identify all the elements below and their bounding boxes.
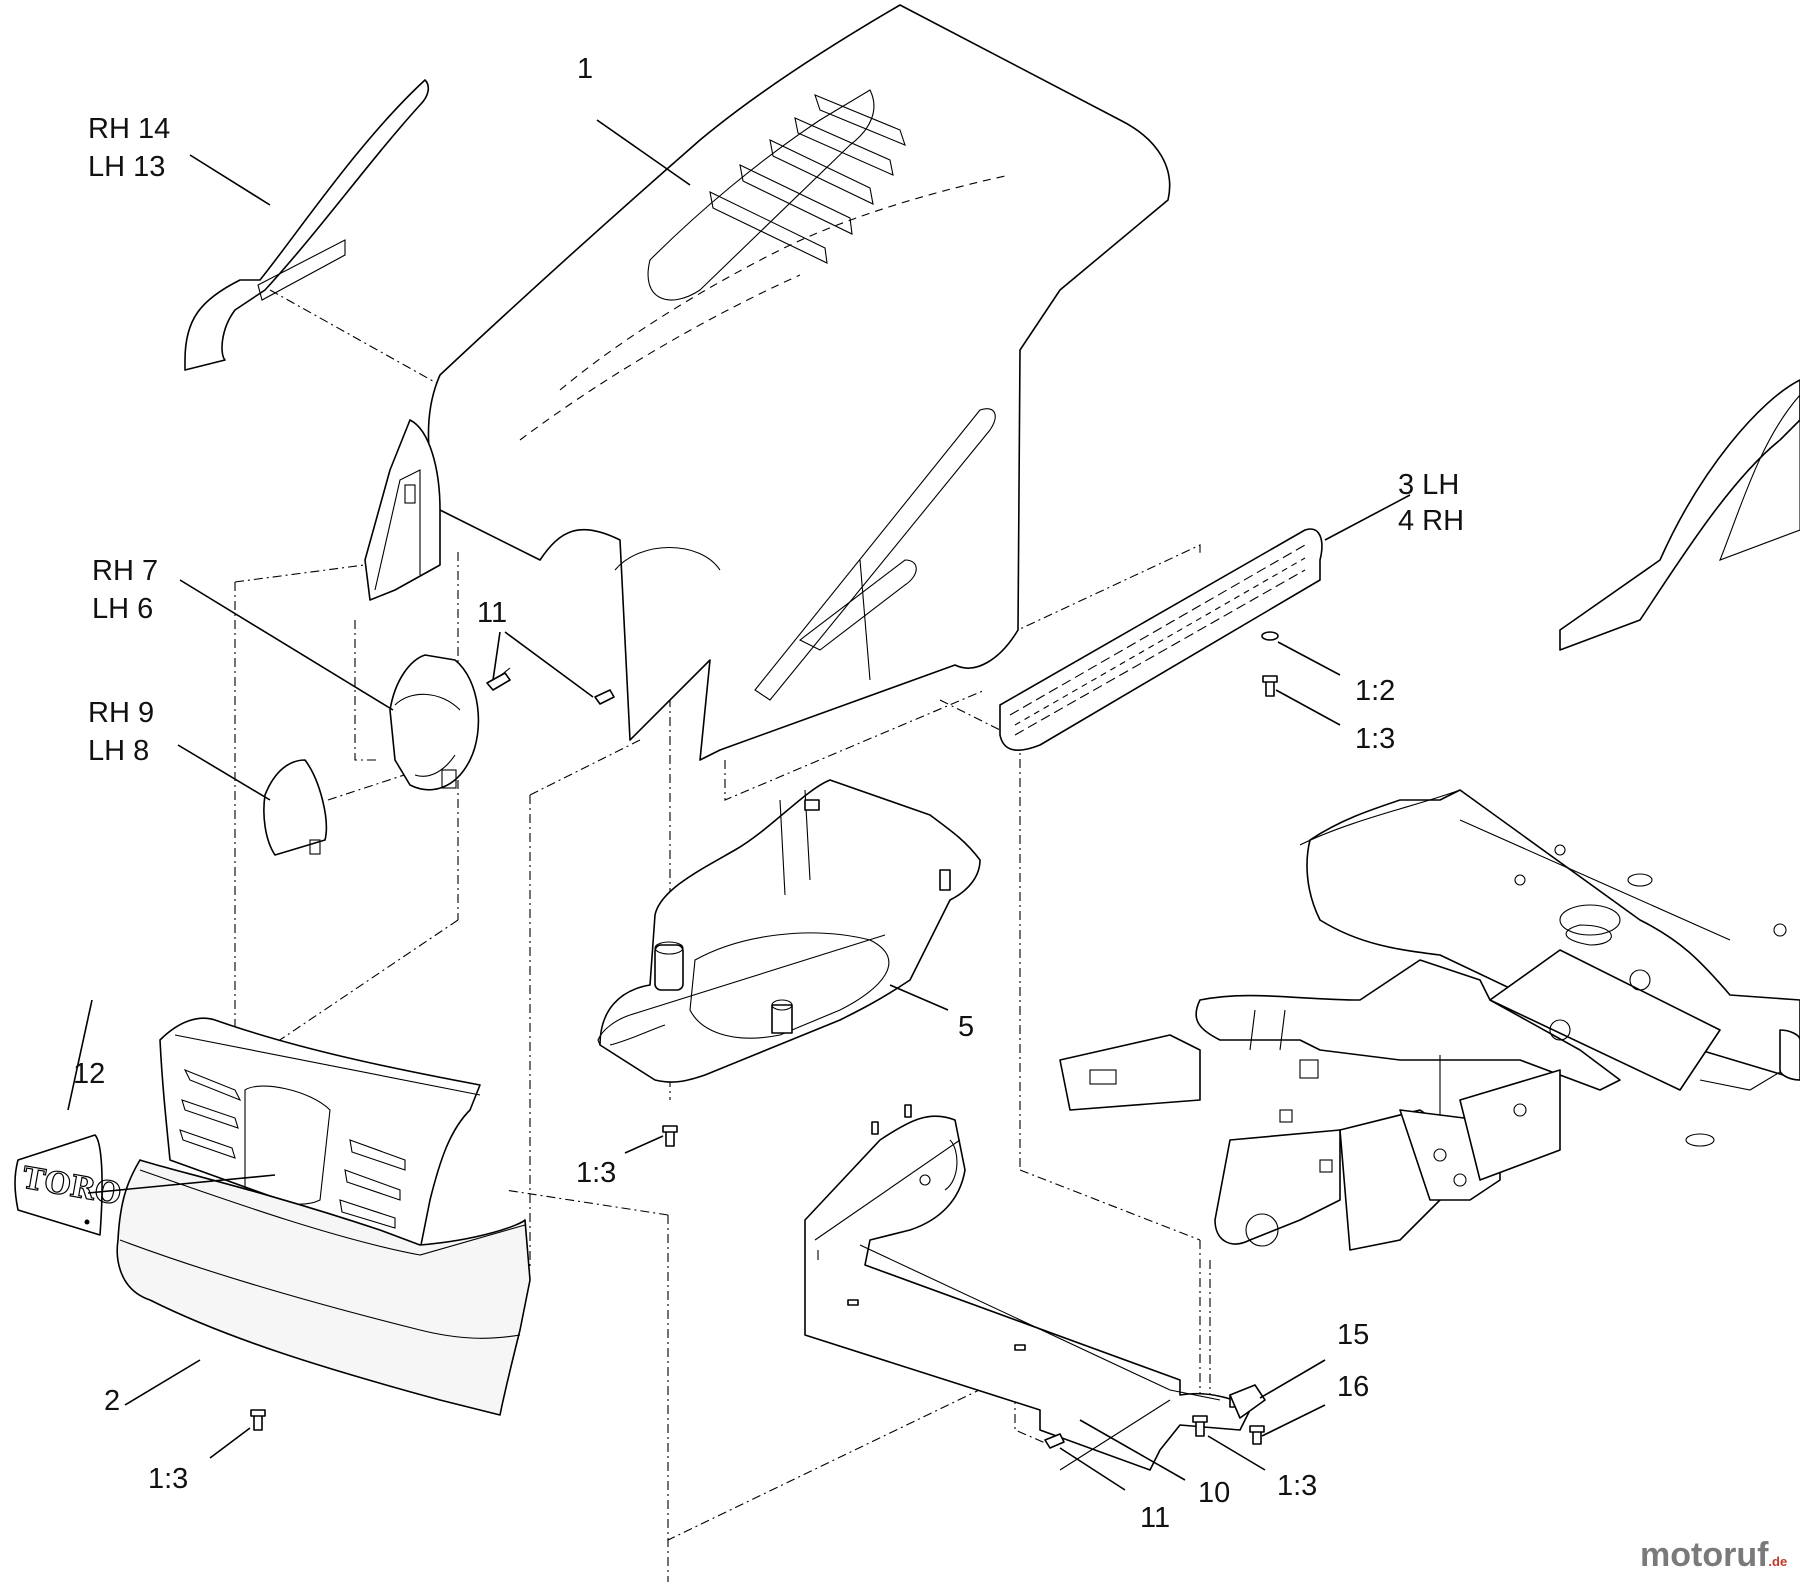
washer-screw-right — [1261, 631, 1279, 697]
callout-3-4: 3 LH 4 RH — [1398, 469, 1467, 537]
headlight-lens — [263, 759, 328, 856]
headlight-housing — [389, 654, 480, 791]
callout-1-3-right: 1:3 — [1355, 723, 1395, 755]
dash-frame-rear — [1559, 379, 1800, 651]
inner-panel — [597, 779, 981, 1083]
side-decal — [184, 79, 430, 371]
toro-emblem: TORO — [14, 1134, 124, 1236]
callout-7-6: RH 7 LH 6 — [92, 555, 166, 625]
grille — [159, 1017, 481, 1251]
callout-1-2: 1:2 — [1355, 675, 1395, 707]
callout-12: 12 — [73, 1058, 105, 1090]
callout-11-top: 11 — [477, 597, 507, 629]
screw-bottom-left — [250, 1409, 266, 1431]
callout-10: 10 — [1198, 1477, 1230, 1509]
fasteners-bottom — [1044, 1384, 1266, 1449]
callout-2: 2 — [104, 1385, 120, 1417]
callout-9-8: RH 9 LH 8 — [88, 697, 162, 767]
callout-5: 5 — [958, 1011, 974, 1043]
callout-15: 15 — [1337, 1319, 1369, 1351]
hood — [427, 4, 1171, 761]
callout-14-13: RH 14 LH 13 — [88, 113, 178, 183]
watermark: motoruf.de — [1640, 1536, 1787, 1574]
screw-middle — [662, 1125, 678, 1147]
leader-lines — [67, 119, 1411, 1491]
bumper — [116, 1159, 531, 1416]
running-board — [999, 528, 1323, 751]
assembly-guide-lines — [234, 289, 1211, 1582]
tractor-frame — [1059, 789, 1800, 1251]
watermark-logo: motoruf.de — [1640, 1536, 1787, 1574]
callout-11-bottom: 11 — [1140, 1502, 1170, 1534]
callout-1-3-bottom-left: 1:3 — [148, 1463, 188, 1495]
callout-1-3-bottom-right: 1:3 — [1277, 1470, 1317, 1502]
callout-16: 16 — [1337, 1371, 1369, 1403]
callout-1: 1 — [577, 53, 593, 85]
hood-bracket — [364, 419, 441, 601]
mounting-bracket — [804, 1104, 1251, 1471]
callout-1-3-mid: 1:3 — [576, 1157, 616, 1189]
screw-11-top — [486, 667, 615, 705]
callout-labels: 1 RH 14 LH 13 3 LH 4 RH RH 7 LH 6 11 RH … — [73, 53, 1467, 1534]
